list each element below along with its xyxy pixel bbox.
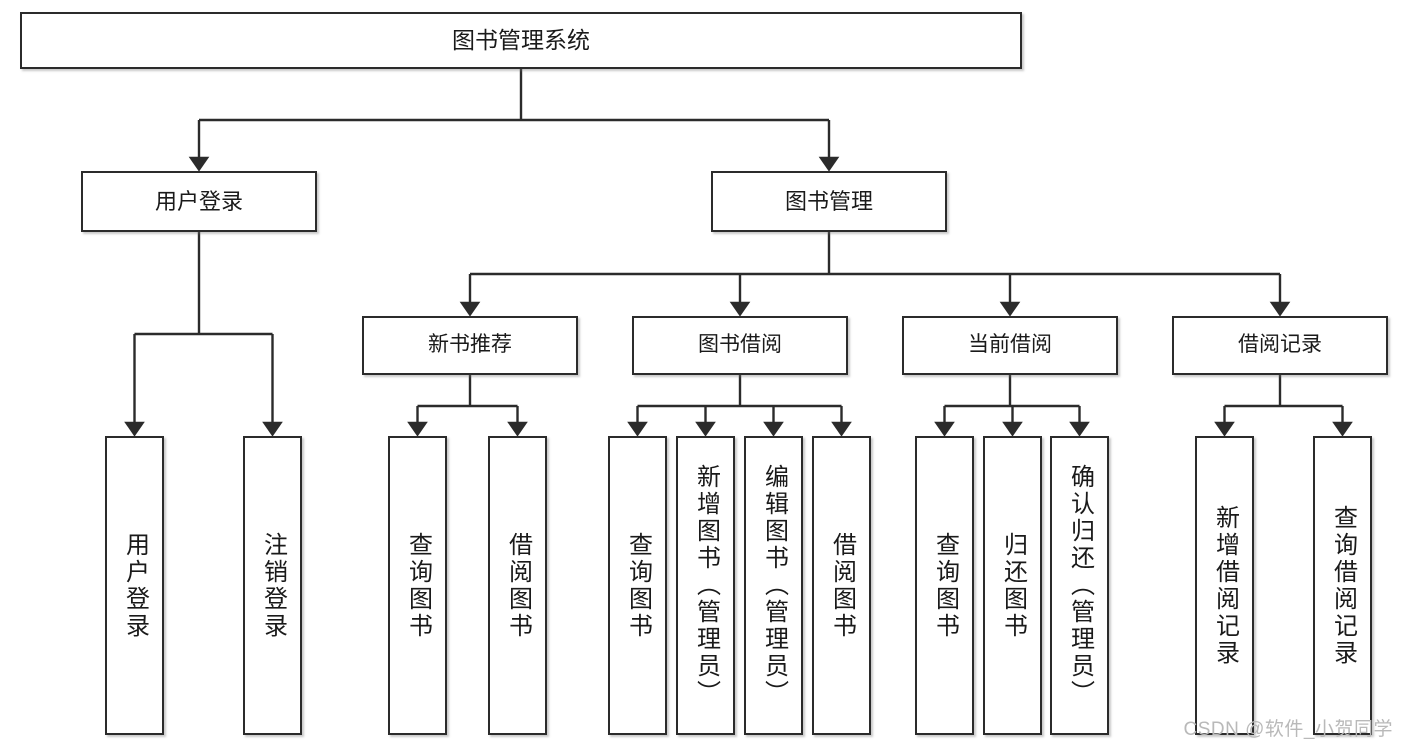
node-book-borrowing[interactable]: 图书借阅 [632, 316, 848, 375]
node-label: 查询借阅记录 [1329, 504, 1357, 667]
node-borrowing-record[interactable]: 借阅记录 [1172, 316, 1388, 375]
node-label: 借阅图书 [828, 531, 856, 640]
leaf-recommendation-borrow-book[interactable]: 借阅图书 [488, 436, 547, 735]
node-label: 查询图书 [624, 531, 652, 640]
node-label: 图书管理 [784, 188, 873, 214]
csdn-watermark: CSDN @软件_小贺同学 [1183, 719, 1393, 740]
node-book-management[interactable]: 图书管理 [711, 171, 947, 232]
node-label: 编辑图书（管理员） [760, 464, 788, 707]
node-label: 借阅记录 [1238, 333, 1322, 357]
leaf-borrowing-query-book[interactable]: 查询图书 [608, 436, 667, 735]
leaf-recommendation-query-book[interactable]: 查询图书 [388, 436, 447, 735]
leaf-user-logout[interactable]: 注销登录 [243, 436, 302, 735]
node-label: 用户登录 [154, 188, 243, 214]
leaf-current-query-book[interactable]: 查询图书 [915, 436, 974, 735]
node-new-book-recommendation[interactable]: 新书推荐 [362, 316, 578, 375]
node-label: 图书借阅 [698, 333, 782, 357]
node-label: 归还图书 [999, 531, 1027, 640]
node-label: 注销登录 [259, 531, 287, 640]
node-root-book-management-system[interactable]: 图书管理系统 [20, 12, 1022, 69]
node-label: 借阅图书 [504, 531, 532, 640]
node-current-borrowing[interactable]: 当前借阅 [902, 316, 1118, 375]
node-label: 图书管理系统 [452, 27, 590, 54]
node-label: 新增借阅记录 [1211, 504, 1239, 667]
node-label: 确认归还（管理员） [1066, 464, 1094, 707]
node-label: 新书推荐 [428, 333, 512, 357]
leaf-current-confirm-return-admin[interactable]: 确认归还（管理员） [1050, 436, 1109, 735]
node-label: 新增图书（管理员） [692, 464, 720, 707]
node-label: 用户登录 [121, 531, 149, 640]
node-label: 查询图书 [931, 531, 959, 640]
leaf-borrowing-add-book-admin[interactable]: 新增图书（管理员） [676, 436, 735, 735]
leaf-record-query-borrow-record[interactable]: 查询借阅记录 [1313, 436, 1372, 735]
leaf-borrowing-borrow-book[interactable]: 借阅图书 [812, 436, 871, 735]
leaf-user-login[interactable]: 用户登录 [105, 436, 164, 735]
node-label: 当前借阅 [968, 333, 1052, 357]
node-user-login[interactable]: 用户登录 [81, 171, 317, 232]
leaf-current-return-book[interactable]: 归还图书 [983, 436, 1042, 735]
leaf-borrowing-edit-book-admin[interactable]: 编辑图书（管理员） [744, 436, 803, 735]
leaf-record-add-borrow-record[interactable]: 新增借阅记录 [1195, 436, 1254, 735]
node-label: 查询图书 [404, 531, 432, 640]
